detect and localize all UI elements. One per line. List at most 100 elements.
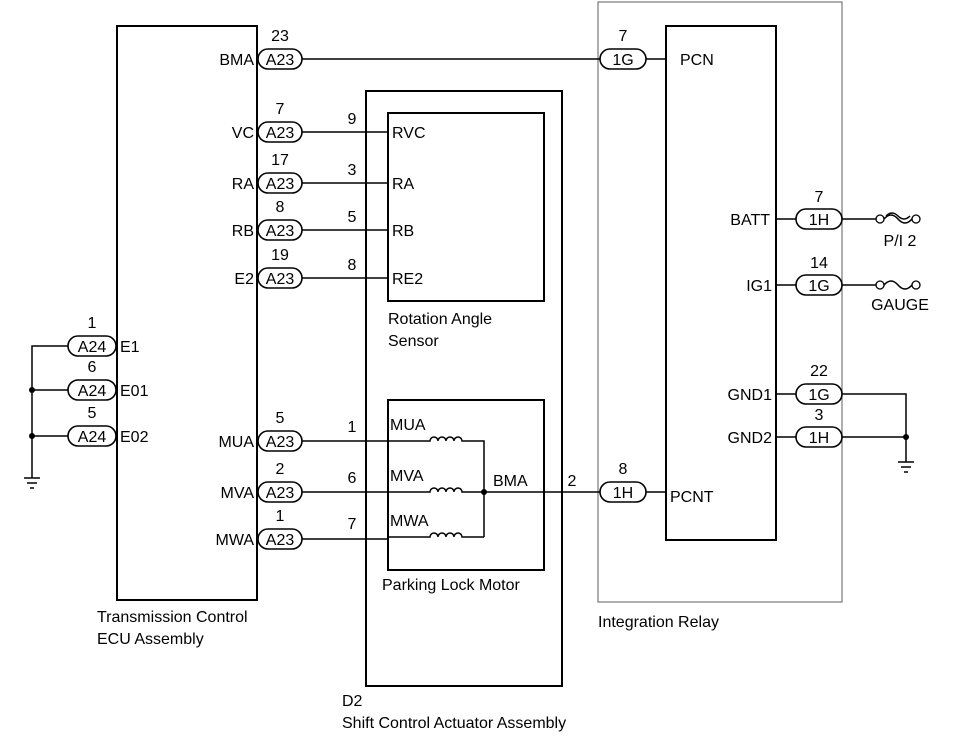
fuse-label-ig1: GAUGE [871,297,929,314]
motor-pin-number: 7 [348,516,357,533]
pin-name: MWA [215,532,254,549]
fuse-icon [875,212,921,224]
sensor-pin-name: RB [392,223,414,240]
connector-code: A23 [266,176,295,193]
connector-code: A24 [78,339,107,356]
ecu-pin-rb: RB A23 8 [232,199,303,241]
pin-name: IG1 [746,278,772,295]
motor-pin-name: MUA [390,417,426,434]
pin-number: 23 [271,28,289,45]
ecu-pin-mwa: MWA A23 1 [215,508,303,550]
pin-number: 7 [619,28,628,45]
connector-code: A23 [266,485,295,502]
ground-bus [31,345,68,478]
connector-code: 1H [809,212,829,229]
fuse-icon [875,280,921,290]
pin-number: 1 [88,315,97,332]
pin-name: PCN [680,52,714,69]
ecu-label-line1: Transmission Control [97,609,248,626]
ecu-pin-mua: MUA A23 5 [218,410,303,452]
connector-code: 1G [808,387,829,404]
sensor-pin-name: RVC [392,125,426,142]
pin-number: 2 [276,461,285,478]
pin-name: PCNT [670,489,714,506]
relay-pin-gnd1: GND1 1G 22 [728,363,843,405]
pin-name: MUA [218,434,254,451]
junction-dot [29,433,35,439]
ecu-ground-pin-e1: A24 1 E1 [67,315,140,357]
pin-number: 14 [810,255,828,272]
motor-pin-number: 1 [348,419,357,436]
pin-name: GND1 [728,387,773,404]
sensor-pin-name: RA [392,176,415,193]
actuator-code: D2 [342,693,363,710]
sensor-pin-number: 3 [348,162,357,179]
pin-name: E2 [234,271,254,288]
actuator-box [365,90,563,687]
ecu-ground-pin-e02: A24 5 E02 [67,405,149,447]
pin-name: VC [232,125,254,142]
rotation-angle-sensor-box [387,112,545,302]
sensor-pin-number: 5 [348,209,357,226]
connector-code: A23 [266,532,295,549]
relay-wiring [646,58,909,493]
motor-pin-name: MVA [390,468,424,485]
pin-name: MVA [221,485,255,502]
pin-number: 6 [88,359,97,376]
junction-dot [29,387,35,393]
pin-name: RB [232,223,254,240]
connector-code: 1H [613,485,633,502]
ecu-ground-pin-e01: A24 6 E01 [67,359,149,401]
pin-name: BMA [219,52,254,69]
pin-number: 3 [815,407,824,424]
connector-code: A24 [78,383,107,400]
relay-label: Integration Relay [598,614,719,631]
fuse-label-batt: P/I 2 [884,233,917,250]
sensor-pin-number: 9 [348,111,357,128]
ecu-pin-vc: VC A23 7 [232,101,303,143]
pin-number: 22 [810,363,828,380]
pin-name: BATT [730,212,770,229]
pin-number: 1 [276,508,285,525]
pin-number: 19 [271,247,289,264]
connector-code: 1G [808,278,829,295]
connector-code: 1G [612,52,633,69]
pin-number: 7 [815,189,824,206]
relay-pin-ig1: IG1 1G 14 [746,255,843,296]
motor-common-name: BMA [493,473,528,490]
ecu-pin-mva: MVA A23 2 [221,461,303,503]
ecu-label-line2: ECU Assembly [97,631,204,648]
ecu-ground-wiring [29,345,68,478]
ecu-pin-e2: E2 A23 19 [234,247,303,289]
actuator-label: Shift Control Actuator Assembly [342,715,566,732]
relay-pin-pcn: 1G 7 PCN [599,28,714,70]
pin-name: E1 [120,339,140,356]
motor-pin-number: 6 [348,470,357,487]
connector-code: A23 [266,271,295,288]
relay-pin-pcnt: 1H 8 PCNT [599,461,714,506]
pin-number: 5 [276,410,285,427]
sensor-label-line1: Rotation Angle [388,311,492,328]
sensor-pin-number: 8 [348,257,357,274]
motor-label: Parking Lock Motor [382,577,521,594]
pin-number: 17 [271,152,289,169]
ecu-pin-bma: BMA A23 23 [219,28,303,70]
connector-code: A23 [266,434,295,451]
coil-icon [388,487,484,493]
ground-icon [24,477,40,489]
pin-name: E01 [120,383,149,400]
integration-relay-box [665,25,777,541]
pin-number: 7 [276,101,285,118]
ecu-pin-ra: RA A23 17 [232,152,303,194]
pin-number: 8 [276,199,285,216]
connector-code: A23 [266,52,295,69]
relay-pin-batt: BATT 1H 7 [730,189,843,230]
ecu-box [116,25,258,601]
coil-icon [388,436,485,537]
connector-code: A23 [266,125,295,142]
connector-code: 1H [809,430,829,447]
sensor-label-line2: Sensor [388,333,439,350]
coil-icon [388,532,484,538]
ground-icon [898,461,914,473]
connector-code: A24 [78,429,107,446]
